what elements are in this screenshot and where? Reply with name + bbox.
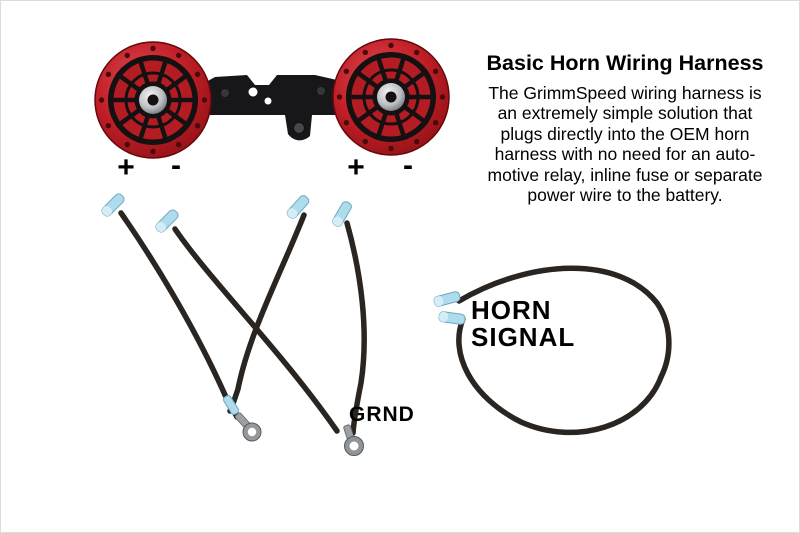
harness-wires xyxy=(118,210,672,436)
power-wire-1 xyxy=(172,226,340,434)
product-description: The GrimmSpeed wiring harness is an extr… xyxy=(453,83,797,206)
horn-connector-3 xyxy=(285,193,311,221)
signal-loop-top xyxy=(456,265,672,380)
horn-signal-label: HORN SIGNAL xyxy=(471,295,576,353)
description-line: harness with no need for an auto- xyxy=(494,144,756,165)
right-horn-negative-label: - xyxy=(403,149,413,182)
description-line: motive relay, inline fuse or separate xyxy=(487,164,763,185)
description-line: power wire to the battery. xyxy=(527,185,723,206)
left-horn-positive-label: + xyxy=(117,151,135,184)
horn-signal-label-line2: SIGNAL xyxy=(471,322,576,353)
right-horn xyxy=(333,39,449,155)
ground-wire-1 xyxy=(118,210,240,420)
info-panel: Basic Horn Wiring Harness The GrimmSpeed… xyxy=(453,51,797,206)
horn-signal-label-line1: HORN xyxy=(471,295,552,325)
description-line: plugs directly into the OEM horn xyxy=(500,123,750,144)
left-horn xyxy=(95,42,211,158)
description-line: The GrimmSpeed wiring harness is xyxy=(488,82,762,103)
signal-connector-1 xyxy=(432,290,462,308)
power-wire-2 xyxy=(344,220,367,436)
ground-label: GRND xyxy=(349,403,415,426)
signal-loop-bottom xyxy=(456,316,664,436)
signal-connector-2 xyxy=(437,310,467,326)
right-horn-positive-label: + xyxy=(347,151,365,184)
description-line: an extremely simple solution that xyxy=(497,103,753,124)
page-title: Basic Horn Wiring Harness xyxy=(486,51,764,75)
left-horn-negative-label: - xyxy=(171,149,181,182)
ring-terminals xyxy=(222,395,364,456)
mounting-bracket xyxy=(197,75,348,141)
